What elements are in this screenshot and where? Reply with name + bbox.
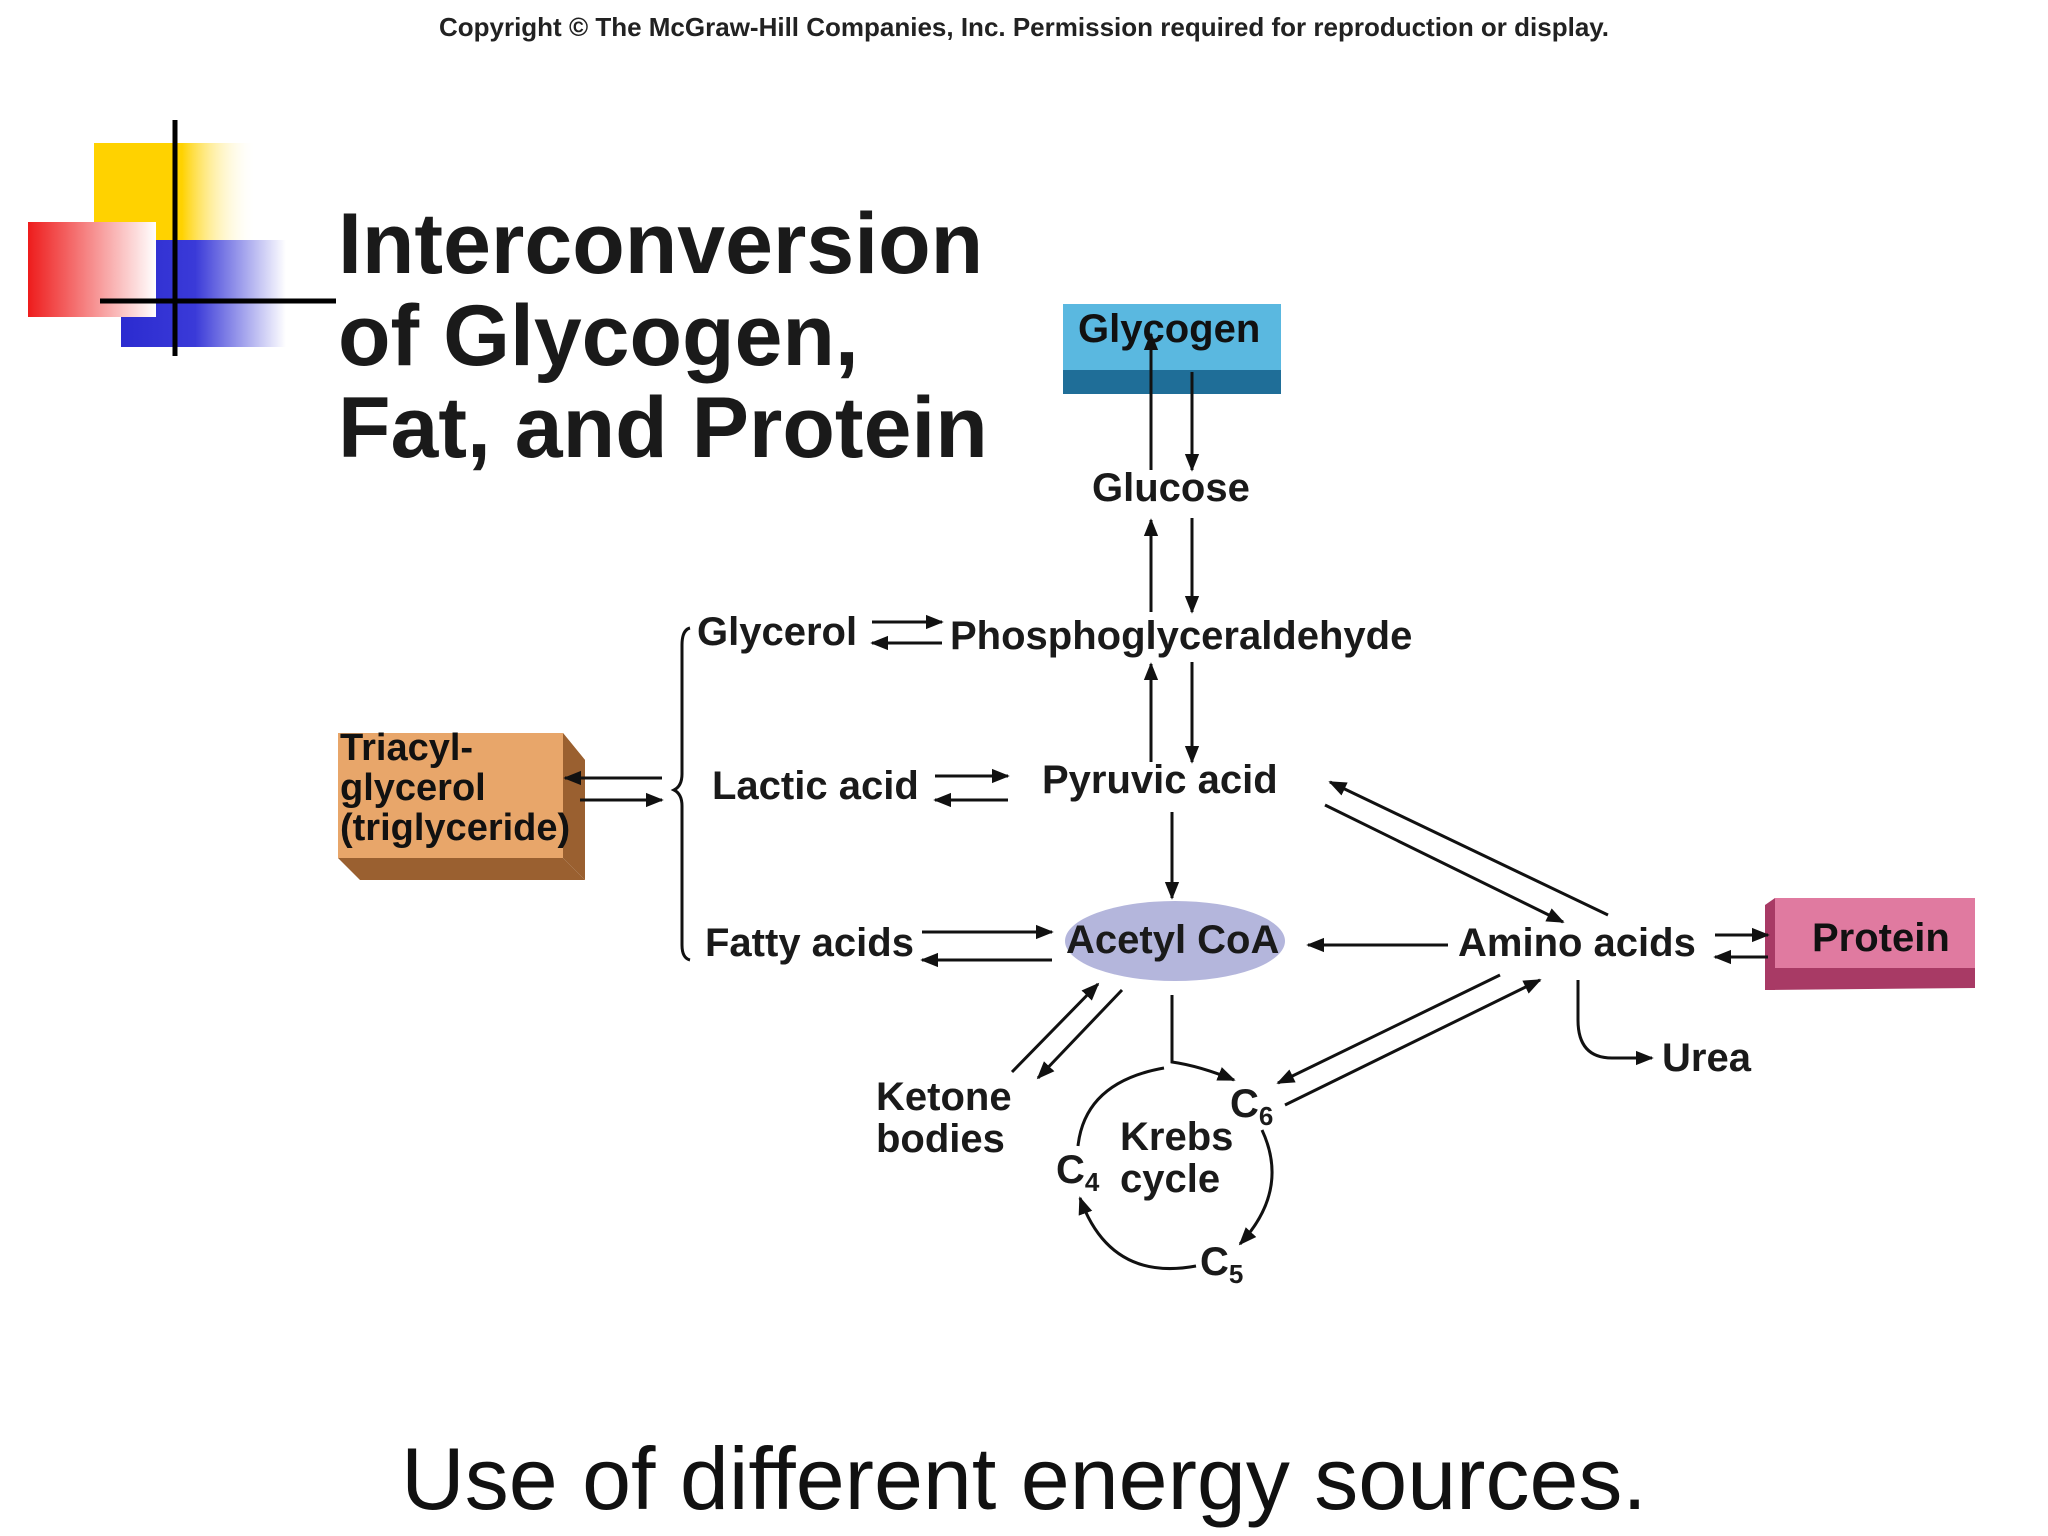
title-line-2: of Glycogen,	[338, 288, 859, 384]
c4-subscript: 4	[1084, 1167, 1100, 1197]
amino-acids-label: Amino acids	[1458, 921, 1696, 965]
triacylglycerol-label-1: Triacyl-	[340, 727, 474, 769]
glycogen-label: Glycogen	[1078, 307, 1261, 351]
krebs-arc-c6-c5	[1238, 1129, 1274, 1246]
acetyl-coa-ellipse	[1065, 901, 1285, 981]
arrow-amino-to-c6	[1276, 973, 1501, 1085]
slide-caption: Use of different energy sources.	[401, 1429, 1647, 1528]
title-line-3: Fat, and Protein	[338, 380, 988, 476]
acetyl-coa-label: Acetyl CoA	[1066, 918, 1280, 962]
glycogen-box	[1063, 304, 1281, 394]
arrow-amino-to-urea	[1576, 980, 1654, 1066]
c4-label: C4	[1056, 1148, 1099, 1198]
bracket	[670, 626, 691, 962]
c6-subscript: 6	[1258, 1101, 1274, 1131]
triacylglycerol-box	[338, 733, 585, 880]
protein-box	[1765, 898, 1975, 990]
arrow-amino-to-pyruvic	[1328, 780, 1609, 917]
phosphoglyceraldehyde-label: Phosphoglyceraldehyde	[950, 614, 1413, 658]
fatty-acids-label: Fatty acids	[705, 921, 914, 965]
c6-letter: C	[1230, 1082, 1259, 1126]
triacylglycerol-label-3: (triglyceride)	[340, 807, 571, 849]
glucose-label: Glucose	[1092, 466, 1250, 510]
krebs-cycle-label-2: cycle	[1120, 1157, 1221, 1201]
arrow-ketone-to-acetyl	[1010, 982, 1100, 1074]
glycerol-label: Glycerol	[697, 610, 858, 654]
c5-letter: C	[1200, 1240, 1229, 1284]
ketone-bodies-label-2: bodies	[876, 1117, 1005, 1161]
arrow-c6-to-amino	[1284, 978, 1542, 1107]
copyright-notice: Copyright © The McGraw-Hill Companies, I…	[438, 12, 1610, 42]
protein-label: Protein	[1812, 916, 1950, 960]
c4-letter: C	[1056, 1148, 1085, 1192]
krebs-arc-c5-c4	[1078, 1196, 1197, 1271]
title-line-1: Interconversion	[338, 196, 984, 292]
ketone-bodies-label-1: Ketone	[876, 1075, 1012, 1119]
arrow-pyruvic-to-amino	[1324, 803, 1565, 924]
lactic-acid-label: Lactic acid	[712, 764, 919, 808]
arrow-acetyl-to-c6	[1170, 995, 1236, 1082]
triacylglycerol-label-2: glycerol	[340, 767, 486, 809]
krebs-cycle-label-1: Krebs	[1120, 1115, 1234, 1159]
c5-label: C5	[1200, 1240, 1243, 1290]
krebs-arc-c4-c6	[1076, 1066, 1165, 1147]
arrow-acetyl-to-ketone	[1036, 988, 1124, 1080]
pyruvic-acid-label: Pyruvic acid	[1042, 758, 1278, 802]
c5-subscript: 5	[1228, 1259, 1244, 1289]
c6-label: C6	[1230, 1082, 1273, 1132]
decorative-squares	[28, 120, 336, 356]
urea-label: Urea	[1662, 1036, 1751, 1080]
